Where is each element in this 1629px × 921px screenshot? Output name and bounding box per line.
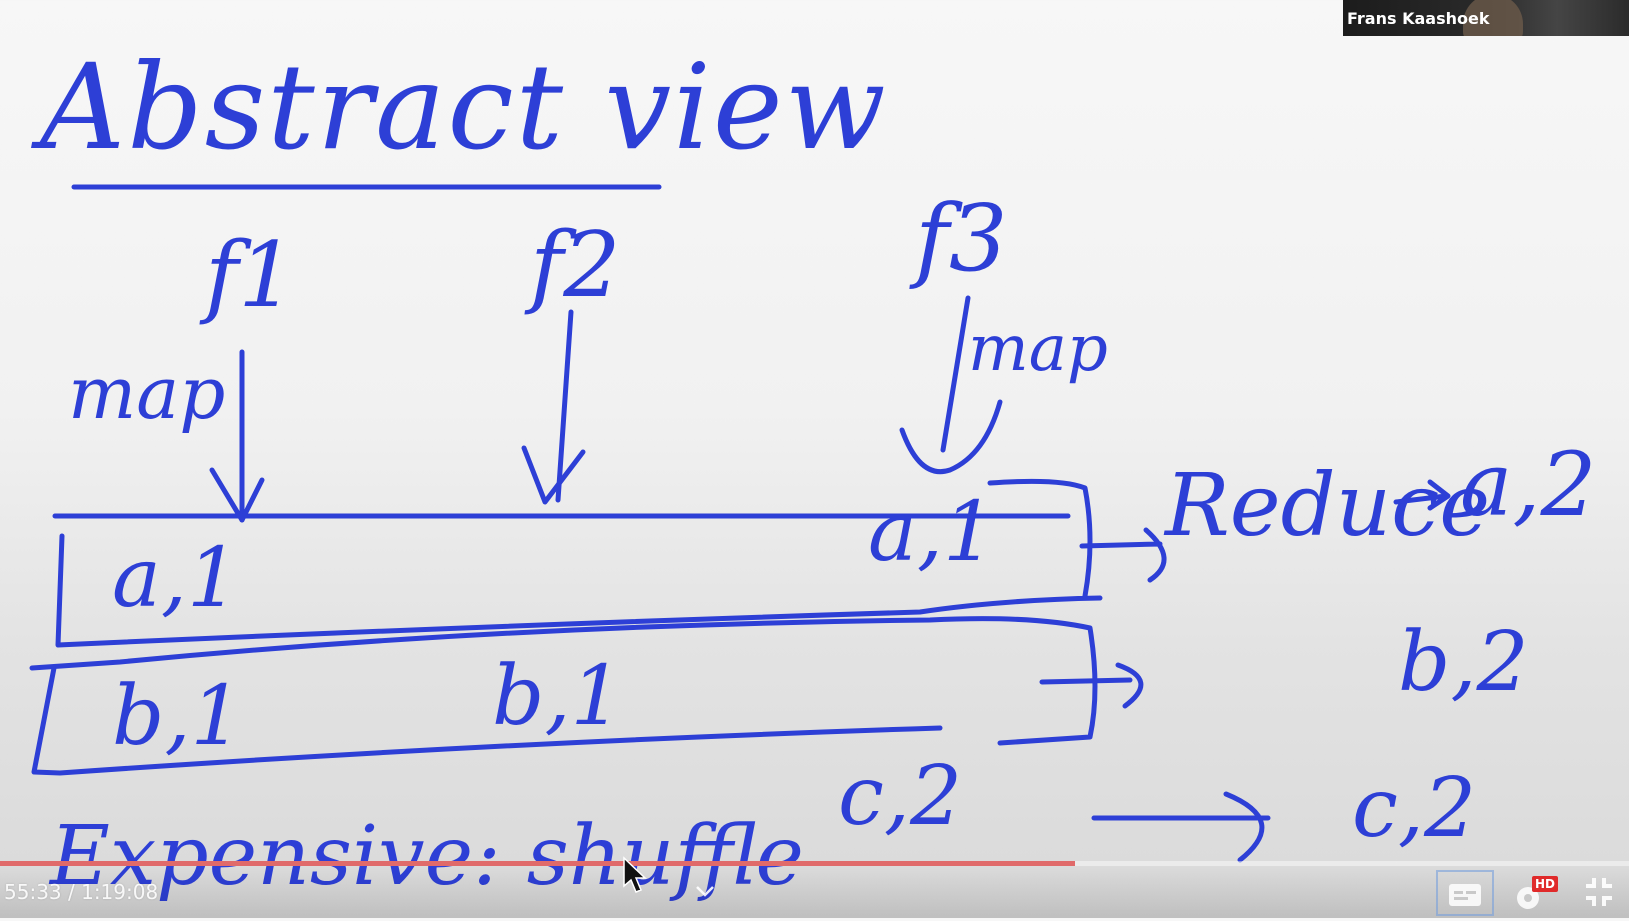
arrow-f2-shaft [555, 309, 574, 503]
progress-bar[interactable] [0, 861, 1629, 866]
duration: 1:19:08 [81, 880, 159, 904]
arrow-a-to-reduce [1079, 527, 1167, 583]
exit-fullscreen-button[interactable] [1574, 870, 1624, 916]
function-label-f3: f3 [909, 185, 1008, 292]
webcam-thumbnail[interactable]: Frans Kaashoek [1343, 0, 1629, 36]
map-label-right: map [968, 312, 1108, 386]
function-label-f1: f1 [199, 223, 296, 328]
pair-c: c,2 [838, 749, 962, 844]
output-b: b,2 [1398, 615, 1529, 710]
progress-bar-played [0, 861, 1076, 866]
reduce-result: a,2 [1460, 433, 1596, 536]
player-controls: 55:33 / 1:19:08 HD [0, 866, 1629, 918]
group-a-outline [55, 478, 1103, 648]
participant-name: Frans Kaashoek [1347, 9, 1490, 28]
chevron-down-icon[interactable] [694, 884, 716, 898]
whiteboard-title: Abstract view [31, 38, 888, 176]
arrow-f3-shaft [940, 295, 971, 453]
exit-fullscreen-icon [1586, 878, 1612, 906]
arrow-f2-head [521, 445, 586, 505]
group-b-outline [29, 616, 1098, 776]
arrow-b-to-output [1039, 662, 1144, 709]
settings-gear-icon [1517, 887, 1539, 909]
arrow-f3-head [899, 399, 1003, 474]
pair-b-1: b,1 [112, 669, 243, 764]
settings-button[interactable]: HD [1508, 870, 1566, 916]
output-c: c,2 [1352, 761, 1476, 856]
subtitles-button[interactable] [1436, 870, 1494, 916]
current-time: 55:33 [4, 880, 62, 904]
shuffle-note: Expensive: shuffle [48, 809, 804, 904]
function-label-f2: f2 [524, 213, 621, 318]
arrow-c-to-output [1091, 791, 1271, 863]
arrow-f1-head [209, 467, 265, 523]
map-label-left: map [68, 351, 225, 435]
reduce-arrow [1393, 479, 1451, 511]
pair-b-2: b,1 [492, 649, 623, 744]
time-display: 55:33 / 1:19:08 [4, 880, 158, 904]
pair-a-2: a,1 [868, 485, 995, 580]
reduce-label: Reduce [1163, 456, 1490, 556]
pair-a-1: a,1 [112, 531, 239, 626]
subtitles-icon [1449, 884, 1481, 906]
mouse-cursor-icon [623, 856, 647, 893]
time-separator: / [61, 880, 82, 904]
participant-video [1463, 0, 1523, 36]
hd-badge: HD [1532, 876, 1559, 892]
